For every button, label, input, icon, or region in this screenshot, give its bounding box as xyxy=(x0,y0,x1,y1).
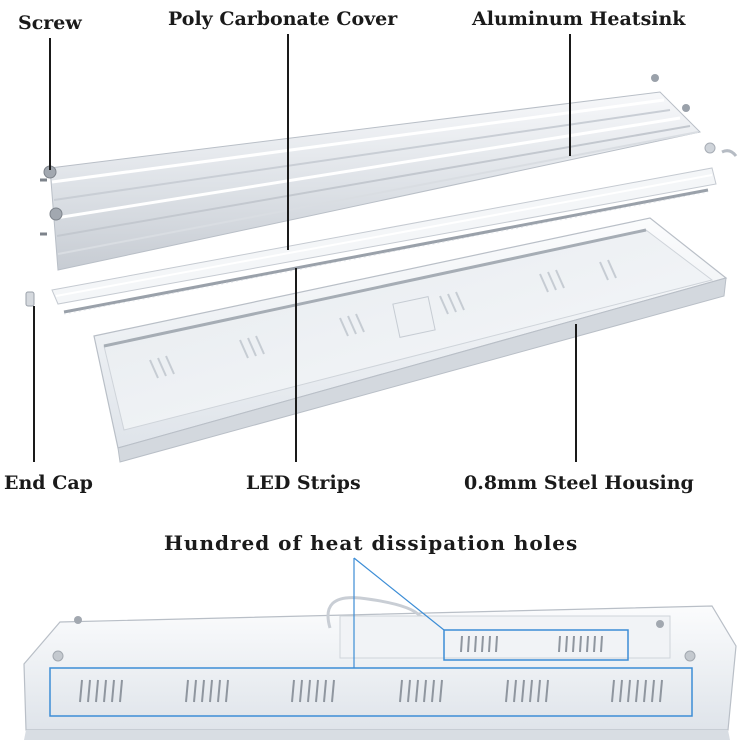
screw-heads xyxy=(40,165,63,236)
label-steel-housing: 0.8mm Steel Housing xyxy=(464,472,694,494)
caption-heat-dissipation: Hundred of heat dissipation holes xyxy=(164,531,579,555)
aluminum-heatsink xyxy=(49,74,738,271)
heat-hole-callouts xyxy=(49,557,693,717)
housing-back-view xyxy=(23,596,737,740)
steel-housing xyxy=(93,217,728,463)
label-end-cap: End Cap xyxy=(4,472,93,494)
lower-vent-highlight-box xyxy=(49,667,693,717)
label-aluminum-heatsink: Aluminum Heatsink xyxy=(472,8,686,30)
label-led-strips: LED Strips xyxy=(246,472,361,494)
end-cap-part xyxy=(25,291,35,307)
led-strip-bar xyxy=(63,188,709,315)
poly-carbonate-cover xyxy=(51,167,717,305)
label-poly-carbonate-cover: Poly Carbonate Cover xyxy=(168,8,398,30)
label-screw: Screw xyxy=(18,12,82,34)
upper-vent-highlight-box xyxy=(443,629,629,661)
callout-lines xyxy=(33,34,577,462)
caption-leader-upper xyxy=(353,557,445,631)
